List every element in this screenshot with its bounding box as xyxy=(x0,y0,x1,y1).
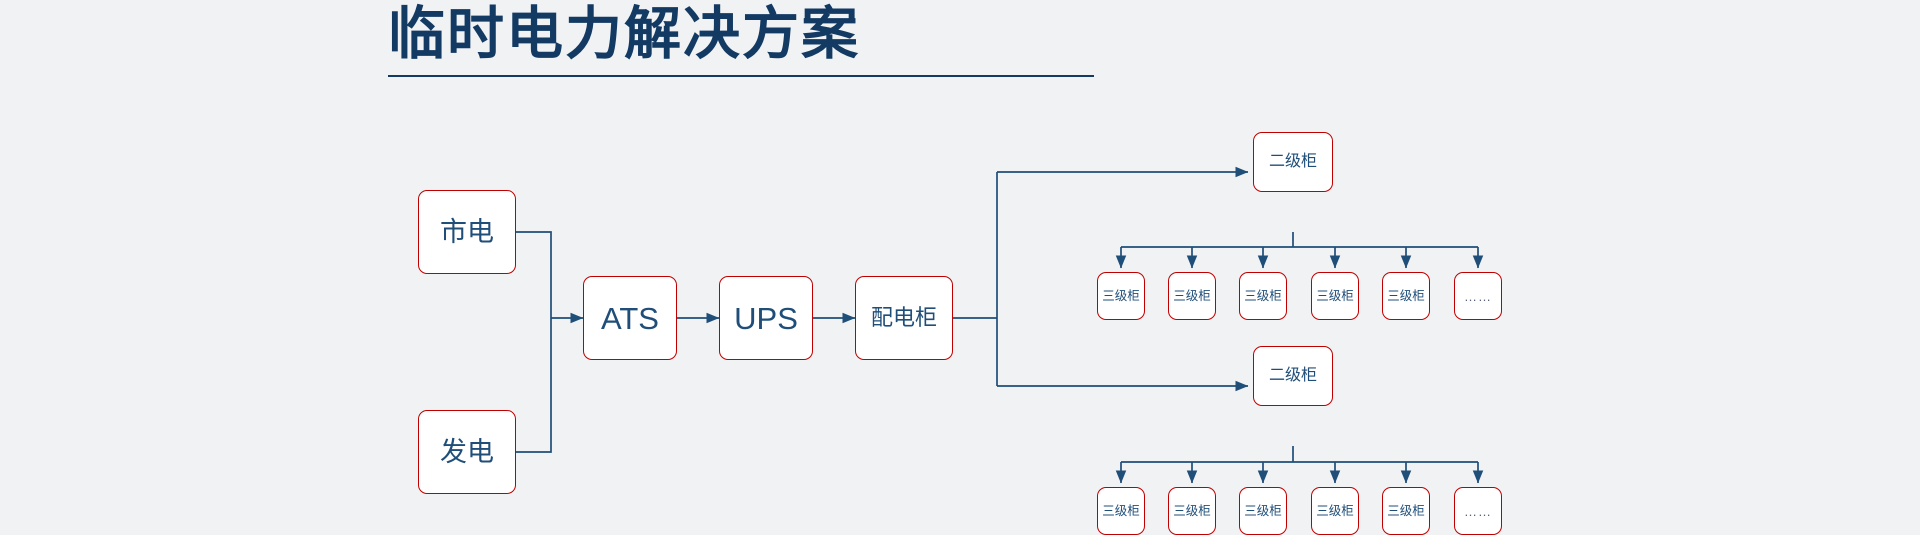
node-level3-cabinet[interactable]: 三级柜 xyxy=(1097,487,1145,535)
node-level3-cabinet[interactable]: 三级柜 xyxy=(1168,272,1216,320)
node-level3-cabinet[interactable]: 三级柜 xyxy=(1311,272,1359,320)
node-ups[interactable]: UPS xyxy=(719,276,813,360)
node-level3-cabinet[interactable]: 三级柜 xyxy=(1097,272,1145,320)
node-level3-cabinet[interactable]: 三级柜 xyxy=(1311,487,1359,535)
node-level3-cabinet[interactable]: 三级柜 xyxy=(1382,272,1430,320)
page-title: 临时电力解决方案 xyxy=(388,2,860,66)
title-block: 临时电力解决方案 xyxy=(388,2,1108,77)
node-level3-cabinet[interactable]: 三级柜 xyxy=(1168,487,1216,535)
node-level3-more[interactable]: …… xyxy=(1454,272,1502,320)
node-ats[interactable]: ATS xyxy=(583,276,677,360)
node-generator[interactable]: 发电 xyxy=(418,410,516,494)
title-underline xyxy=(388,74,1094,77)
node-level3-cabinet[interactable]: 三级柜 xyxy=(1239,272,1287,320)
node-level2-cabinet-top[interactable]: 二级柜 xyxy=(1253,132,1333,192)
node-level3-cabinet[interactable]: 三级柜 xyxy=(1382,487,1430,535)
node-distribution-cabinet[interactable]: 配电柜 xyxy=(855,276,953,360)
node-level3-cabinet[interactable]: 三级柜 xyxy=(1239,487,1287,535)
node-level3-more[interactable]: …… xyxy=(1454,487,1502,535)
node-mains[interactable]: 市电 xyxy=(418,190,516,274)
node-level2-cabinet-bottom[interactable]: 二级柜 xyxy=(1253,346,1333,406)
